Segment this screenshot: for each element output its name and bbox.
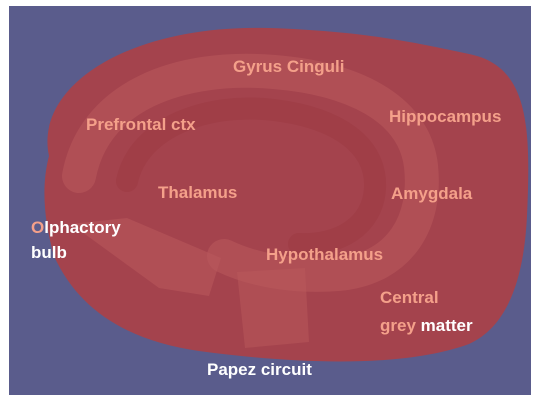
slide-title: Papez circuit [207,360,312,379]
papez-loop-outer [62,53,439,292]
label-hippocampus: Hippocampus [389,107,502,126]
slide-canvas: Gyrus Cinguli Prefrontal ctx Hippocampus… [9,6,531,395]
label-olphactory-rest: lphactory [44,218,121,237]
label-prefrontal-ctx: Prefrontal ctx [86,115,196,134]
left-edge-notch [9,156,41,216]
label-grey-word: grey [380,316,421,335]
connector-band-left [71,218,221,296]
label-thalamus: Thalamus [158,183,238,202]
label-gyrus-cinguli: Gyrus Cinguli [233,57,345,76]
limbic-diagram [9,27,529,362]
papez-loop-inner [116,97,387,256]
label-amygdala: Amygdala [391,184,473,203]
label-olphactory: Olphactory [31,217,121,238]
label-grey-matter: grey matter [380,315,473,336]
connector-band-bottom [237,268,309,348]
label-central: Central [380,288,439,307]
label-matter-word: matter [420,316,473,335]
label-olphactory-initial: O [31,218,45,237]
label-hypothalamus: Hypothalamus [266,245,384,264]
label-bulb: bulb [31,243,67,262]
